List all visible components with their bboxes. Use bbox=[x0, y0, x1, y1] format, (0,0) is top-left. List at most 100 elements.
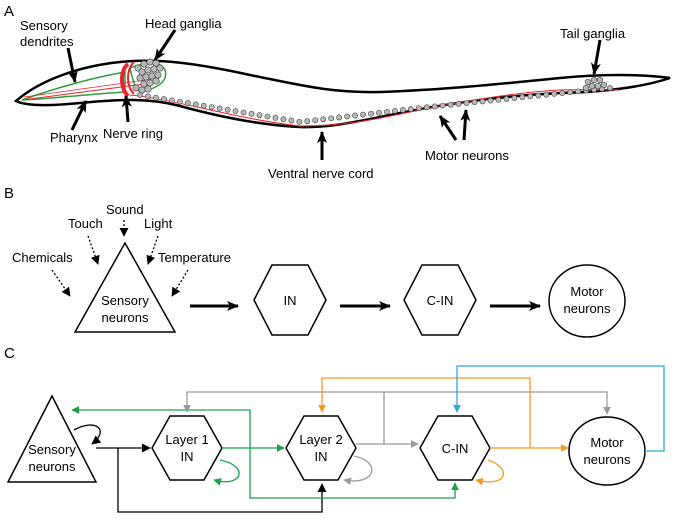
node-b-motor-label-2: neurons bbox=[564, 301, 611, 316]
neuron-cell bbox=[160, 96, 167, 102]
neuron-cell bbox=[208, 104, 215, 110]
neuron-cell bbox=[256, 112, 263, 119]
neuron-cell bbox=[596, 76, 604, 84]
panel-c-label: C bbox=[4, 345, 15, 362]
neuron-cell bbox=[154, 71, 162, 79]
neuron-cell bbox=[368, 110, 374, 117]
orange-connections bbox=[318, 377, 569, 486]
nerve-ring bbox=[120, 61, 135, 98]
node-c-motor bbox=[568, 416, 646, 486]
neuron-cell bbox=[152, 77, 160, 85]
panel-b-label: B bbox=[4, 185, 14, 202]
node-c-sensory-label-1: Sensory bbox=[28, 442, 76, 457]
neuron-cell bbox=[280, 116, 287, 123]
neuron-cell bbox=[232, 108, 239, 115]
neuron-cell bbox=[567, 89, 574, 96]
neuron-cell bbox=[156, 64, 164, 72]
node-c-layer1-label-2: IN bbox=[181, 449, 194, 464]
neuron-cell bbox=[588, 82, 596, 90]
node-c-sensory-label-2: neurons bbox=[29, 459, 76, 474]
neuron-cell bbox=[146, 58, 154, 66]
panel-a-label: A bbox=[4, 3, 14, 20]
neuron-cell bbox=[192, 101, 199, 108]
neuron-cell bbox=[511, 95, 518, 101]
neuron-cell bbox=[140, 60, 148, 68]
ventral-nerve-tract bbox=[129, 89, 621, 127]
label-nerve-ring: Nerve ring bbox=[103, 126, 163, 141]
label-sensory-dendrites-2: dendrites bbox=[20, 34, 74, 49]
neuron-cell bbox=[144, 85, 152, 93]
neuron-cell bbox=[471, 99, 478, 106]
stimulus-temperature: Temperature bbox=[158, 250, 231, 265]
neuron-cell bbox=[600, 81, 608, 89]
neuron-cell bbox=[248, 110, 255, 117]
node-b-motor-label-1: Motor bbox=[570, 284, 604, 299]
node-b-c-in-label: C-IN bbox=[427, 293, 454, 308]
neuron-cell bbox=[136, 74, 144, 82]
neuron-cell bbox=[168, 97, 175, 104]
neuron-cell bbox=[594, 82, 602, 90]
neuron-cell bbox=[150, 65, 158, 73]
green-connections bbox=[71, 406, 459, 499]
neuron-cell bbox=[176, 98, 183, 105]
neuron-cell bbox=[455, 101, 462, 107]
neuron-cell bbox=[132, 84, 140, 92]
neuron-cell bbox=[447, 101, 454, 108]
neuron-cell bbox=[328, 115, 335, 122]
stimulus-touch: Touch bbox=[68, 216, 103, 231]
neuron-cell bbox=[463, 100, 470, 106]
neuron-cell bbox=[352, 112, 358, 119]
neuron-cell bbox=[376, 109, 382, 116]
neuron-cell bbox=[200, 102, 207, 109]
tail-ganglia bbox=[582, 76, 608, 92]
neuron-cell bbox=[551, 90, 558, 97]
node-c-layer2-label-2: IN bbox=[315, 449, 328, 464]
node-b-motor bbox=[548, 264, 626, 338]
neuron-cell bbox=[304, 118, 311, 125]
node-b-c-in bbox=[403, 264, 477, 336]
node-c-c-in bbox=[419, 415, 491, 481]
label-ventral-nerve-cord: Ventral nerve cord bbox=[268, 166, 374, 181]
neuron-cell bbox=[439, 102, 446, 109]
neuron-cell bbox=[431, 103, 438, 110]
node-c-layer2-label-1: Layer 2 bbox=[299, 432, 342, 447]
neuron-cell bbox=[312, 117, 319, 124]
stimulus-sound: Sound bbox=[106, 202, 144, 217]
neuron-cell bbox=[582, 84, 590, 92]
ventral-cord-neurons bbox=[137, 85, 613, 125]
neuron-cell bbox=[575, 88, 582, 95]
neuron-cell bbox=[145, 93, 151, 100]
neuron-cell bbox=[142, 73, 150, 81]
neuron-cell bbox=[607, 85, 613, 91]
neuron-cell bbox=[584, 78, 592, 86]
neuron-cell bbox=[543, 91, 550, 98]
neuron-cell bbox=[144, 66, 152, 74]
label-sensory-dendrites-1: Sensory bbox=[20, 18, 68, 33]
neuron-cell bbox=[384, 108, 390, 115]
node-c-motor-label-1: Motor bbox=[590, 435, 624, 450]
neuron-cell bbox=[224, 106, 231, 113]
blue-connections bbox=[453, 365, 665, 452]
neuron-cell bbox=[344, 113, 351, 120]
neuron-cell bbox=[559, 90, 566, 96]
worm-body bbox=[13, 59, 671, 129]
neuron-cell bbox=[415, 105, 422, 112]
neuron-cell bbox=[399, 107, 406, 113]
callout-arrows-a bbox=[66, 29, 602, 160]
label-tail-ganglia: Tail ganglia bbox=[560, 26, 626, 41]
node-c-sensory bbox=[6, 394, 98, 483]
neuron-cell bbox=[360, 111, 366, 118]
stimulus-arrows bbox=[51, 220, 189, 297]
neuron-cell bbox=[296, 118, 303, 125]
neuron-cell bbox=[288, 117, 295, 124]
neuron-cell bbox=[137, 92, 143, 98]
neuron-cell bbox=[153, 94, 159, 101]
neuron-cell bbox=[392, 108, 398, 114]
neuron-cell bbox=[479, 98, 486, 105]
neuron-cell bbox=[590, 76, 598, 84]
neuron-cell bbox=[487, 97, 494, 104]
node-b-sensory-label-1: Sensory bbox=[101, 293, 149, 308]
neuron-cell bbox=[264, 113, 271, 120]
node-b-in-label: IN bbox=[284, 293, 297, 308]
